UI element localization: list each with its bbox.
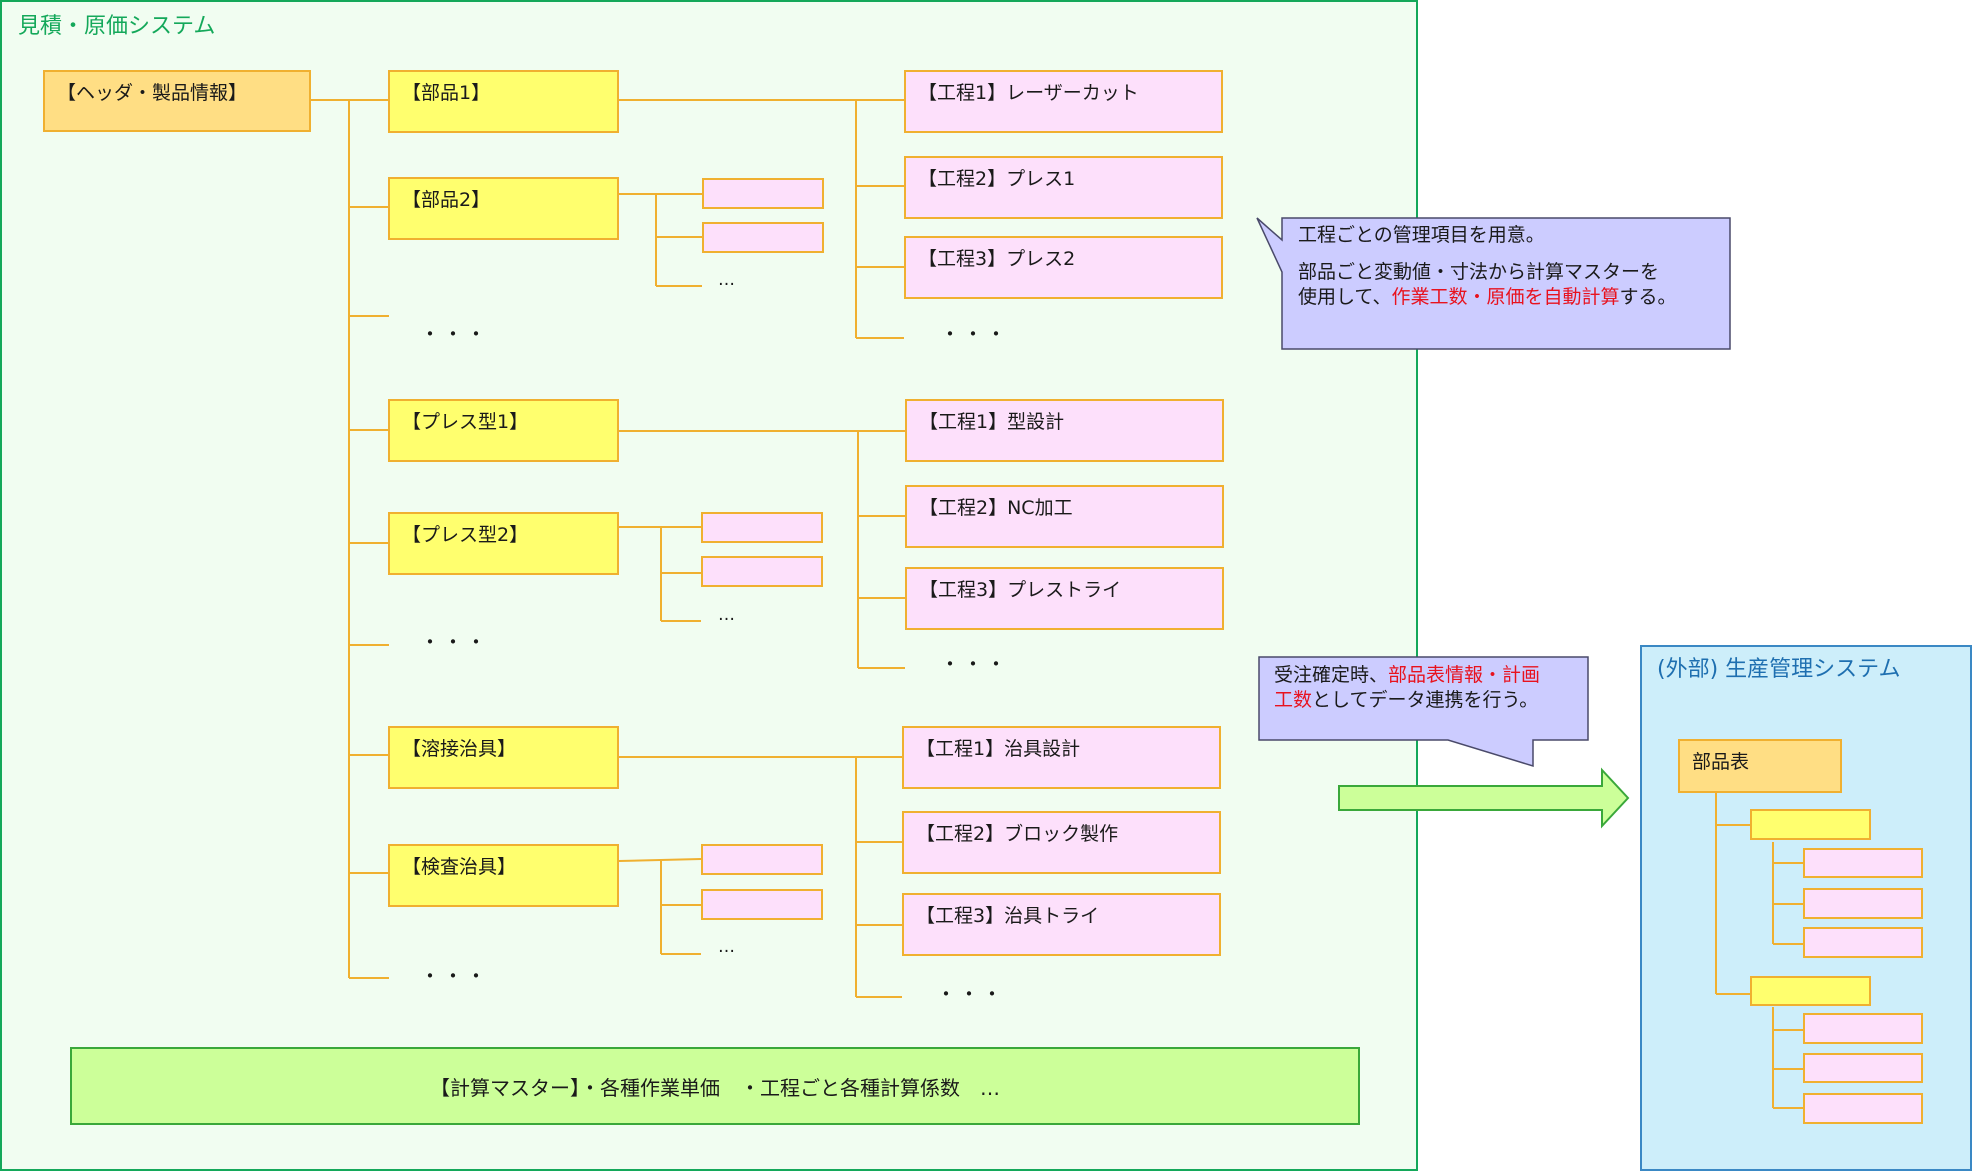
bom-subitem-box (1803, 888, 1923, 919)
bom-subitem-box (1803, 1013, 1923, 1044)
continuation-dots: ・・・ (940, 322, 1009, 346)
callout-bottom-shape (1258, 656, 1589, 768)
part-box-inspection-jig: 【検査治具】 (388, 844, 619, 907)
process-box: 【工程2】プレス1 (904, 156, 1223, 219)
bom-box: 部品表 (1678, 739, 1842, 793)
header-product-info-box: 【ヘッダ・製品情報】 (43, 70, 311, 132)
sub-item-box (701, 556, 823, 587)
callout-top-line3-post: する。 (1619, 286, 1677, 308)
bom-item-box (1750, 809, 1871, 840)
callout-top-shape (1256, 217, 1731, 350)
callout-top-text: 工程ごとの管理項目を用意。 部品ごと変動値・寸法から計算マスターを 使用して、作… (1298, 223, 1677, 310)
bom-item-box (1750, 976, 1871, 1006)
process-box: 【工程2】ブロック製作 (902, 811, 1221, 874)
callout-bottom-highlight: 部品表情報・計画 (1388, 664, 1541, 686)
bom-subitem-box (1803, 927, 1923, 958)
part-box-welding-jig: 【溶接治具】 (388, 726, 619, 789)
continuation-dots: ・・・ (420, 322, 489, 346)
process-box: 【工程1】レーザーカット (904, 70, 1223, 133)
callout-top-line2: 部品ごと変動値・寸法から計算マスターを (1298, 261, 1660, 283)
part-box-press-die1: 【プレス型1】 (388, 399, 619, 462)
callout-bottom-text: 受注確定時、部品表情報・計画 工数としてデータ連携を行う。 (1274, 663, 1540, 713)
sub-item-box (701, 889, 823, 920)
part-box-part1: 【部品1】 (388, 70, 619, 133)
callout-top-highlight: 作業工数・原価を自動計算 (1391, 286, 1620, 308)
callout-top-line1: 工程ごとの管理項目を用意。 (1298, 224, 1545, 246)
main-system-title: 見積・原価システム (18, 14, 216, 39)
callout-bottom-highlight-2: 工数 (1274, 689, 1313, 711)
continuation-dots: ・・・ (936, 982, 1005, 1006)
part-box-part2: 【部品2】 (388, 177, 619, 240)
bom-subitem-box (1803, 848, 1923, 878)
data-link-arrow (1338, 767, 1630, 829)
callout-bottom-line2-post: としてデータ連携を行う。 (1312, 689, 1539, 711)
continuation-dots: ・・・ (420, 630, 489, 654)
process-box: 【工程3】治具トライ (902, 893, 1221, 956)
sub-item-box (702, 178, 824, 209)
sub-item-box (701, 512, 823, 543)
external-system-title: (外部) 生産管理システム (1657, 657, 1901, 682)
process-box: 【工程1】治具設計 (902, 726, 1221, 789)
calculation-master-box: 【計算マスター】・各種作業単価 ・工程ごと各種計算係数 … (70, 1047, 1360, 1125)
callout-bottom-line1: 受注確定時、部品表情報・計画 (1274, 663, 1540, 688)
callout-top-line3-pre: 使用して、 (1298, 286, 1392, 308)
sub-ellipsis: … (718, 605, 735, 625)
continuation-dots: ・・・ (420, 964, 489, 988)
continuation-dots: ・・・ (940, 652, 1009, 676)
sub-item-box (702, 222, 824, 253)
process-box: 【工程3】プレス2 (904, 236, 1223, 299)
callout-bottom-line1-pre: 受注確定時、 (1274, 664, 1389, 686)
process-box: 【工程3】プレストライ (905, 567, 1224, 630)
part-box-press-die2: 【プレス型2】 (388, 512, 619, 575)
process-box: 【工程1】型設計 (905, 399, 1224, 462)
bom-subitem-box (1803, 1093, 1923, 1124)
callout-bottom-line2: 工数としてデータ連携を行う。 (1274, 688, 1540, 713)
sub-ellipsis: … (718, 937, 735, 957)
sub-ellipsis: … (718, 270, 735, 290)
process-box: 【工程2】NC加工 (905, 485, 1224, 548)
sub-item-box (701, 844, 823, 875)
callout-top-line3: 使用して、作業工数・原価を自動計算する。 (1298, 285, 1677, 310)
bom-subitem-box (1803, 1053, 1923, 1083)
